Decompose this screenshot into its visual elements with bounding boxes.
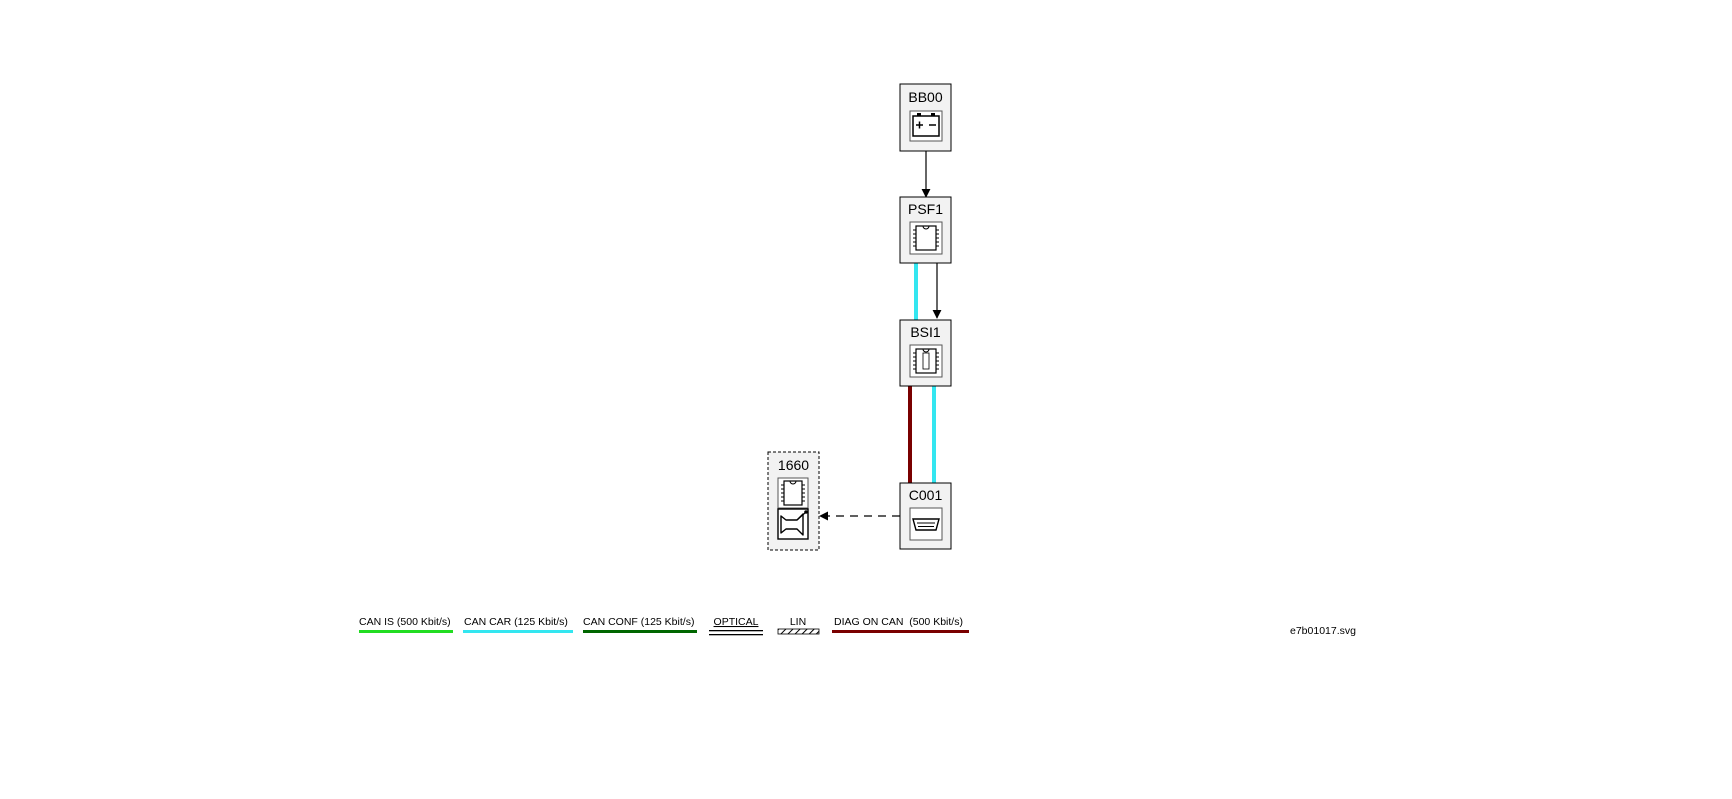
node-c001[interactable]: C001 (899, 482, 952, 550)
legend-label-can-car: CAN CAR (125 Kbit/s) (464, 616, 568, 628)
file-name-label: e7b01017.svg (1290, 625, 1356, 637)
node-bb00[interactable]: BB00 (899, 83, 952, 152)
node-c001-label: C001 (909, 487, 943, 503)
legend-label-diag-on-can: DIAG ON CAN (500 Kbit/s) (834, 616, 963, 628)
legend-item-can-is: CAN IS (500 Kbit/s) (359, 616, 453, 633)
node-psf1-label: PSF1 (908, 201, 943, 217)
legend-item-diag-on-can: DIAG ON CAN (500 Kbit/s) (832, 616, 969, 633)
connections (819, 151, 942, 521)
legend-swatch-lin (777, 628, 820, 635)
legend-swatch-can-is (359, 630, 453, 633)
battery-icon (909, 110, 943, 142)
legend-label-can-is: CAN IS (500 Kbit/s) (359, 616, 451, 628)
legend: CAN IS (500 Kbit/s) CAN CAR (125 Kbit/s)… (359, 616, 969, 636)
node-bsi1-label: BSI1 (910, 324, 941, 340)
legend-label-lin: LIN (790, 616, 806, 628)
node-psf1[interactable]: PSF1 (899, 196, 952, 264)
horn-icon (777, 508, 809, 540)
node-1660-label: 1660 (778, 457, 809, 473)
legend-item-can-car: CAN CAR (125 Kbit/s) (463, 616, 573, 633)
node-bsi1[interactable]: BSI1 (899, 319, 952, 387)
legend-swatch-can-conf (583, 630, 697, 633)
node-bb00-label: BB00 (908, 89, 942, 105)
legend-item-optical: OPTICAL (709, 616, 763, 636)
legend-swatch-optical-bottom (709, 634, 763, 636)
node-1660[interactable]: 1660 (767, 451, 820, 551)
legend-swatch-can-car (463, 630, 573, 633)
legend-swatch-diag-on-can (832, 630, 969, 633)
chip-icon (909, 221, 943, 255)
legend-item-lin: LIN (777, 616, 820, 635)
legend-item-can-conf: CAN CONF (125 Kbit/s) (583, 616, 697, 633)
chip-icon (909, 344, 943, 378)
chip-icon (777, 477, 809, 509)
legend-label-can-conf: CAN CONF (125 Kbit/s) (583, 616, 694, 628)
diagnostic-socket-icon (909, 507, 943, 541)
legend-swatch-optical-top (709, 630, 763, 632)
legend-label-optical: OPTICAL (714, 616, 759, 628)
